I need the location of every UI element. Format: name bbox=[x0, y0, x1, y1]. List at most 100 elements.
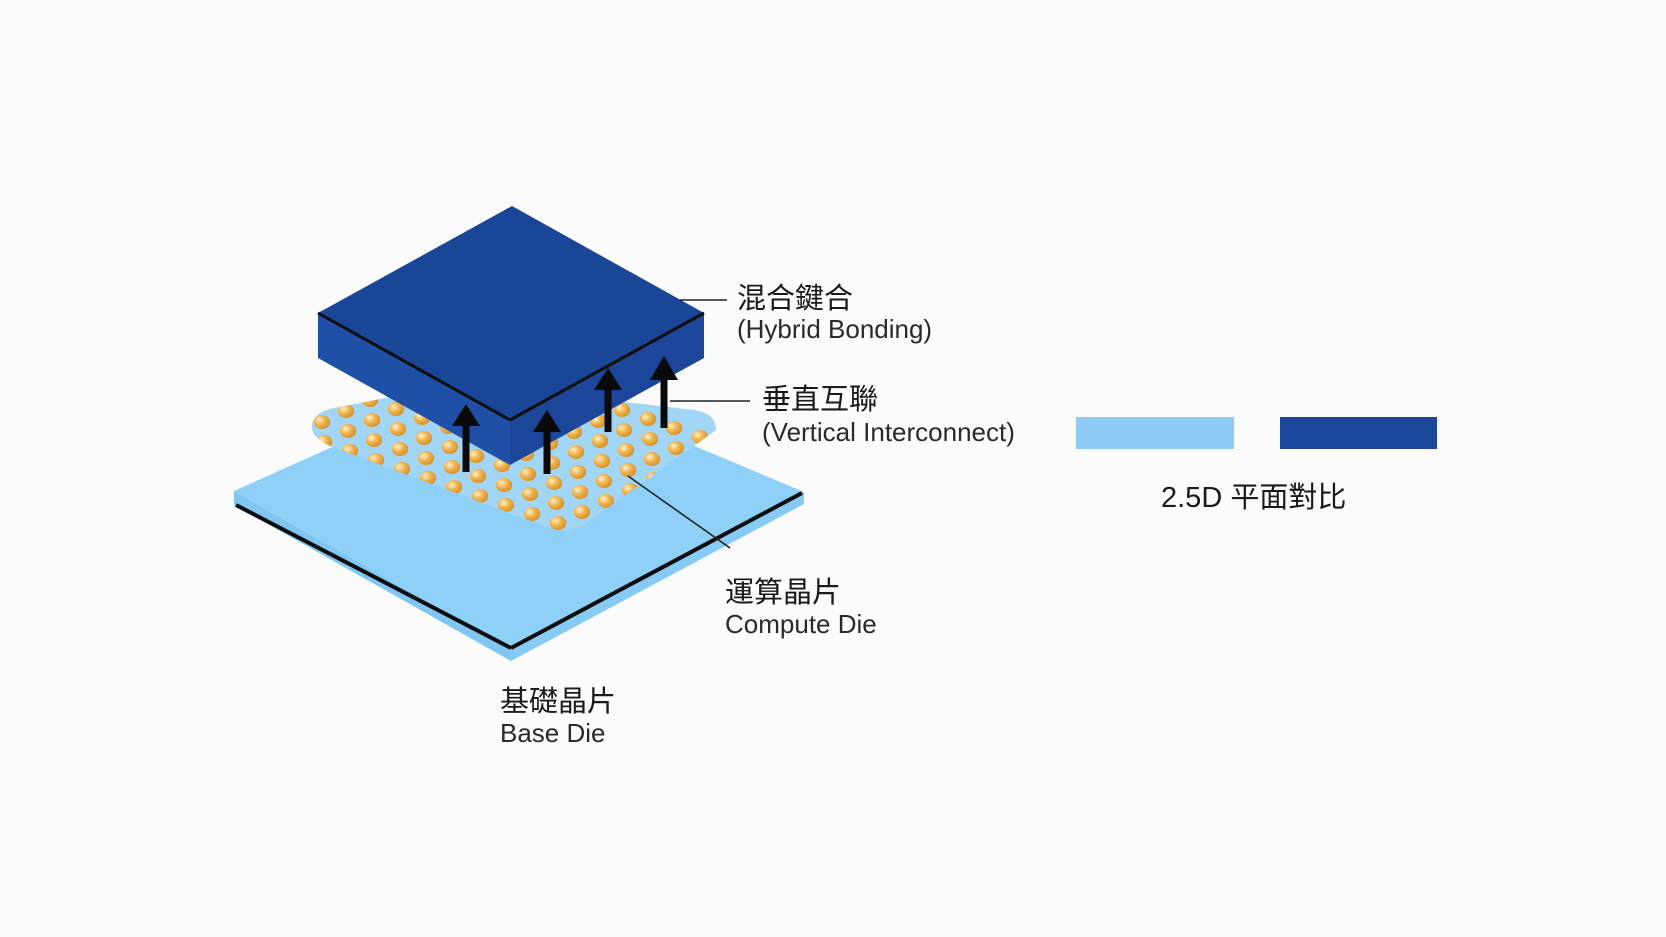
micro-bump bbox=[337, 404, 355, 418]
comparison-label: 2.5D 平面對比 bbox=[1161, 481, 1346, 514]
hybrid-bonding-label: 混合鍵合 bbox=[737, 281, 853, 315]
vertical-interconnect-sublabel: (Vertical Interconnect) bbox=[762, 417, 1015, 447]
micro-bump bbox=[194, 470, 210, 484]
micro-bump bbox=[641, 432, 659, 446]
micro-bump bbox=[597, 494, 615, 508]
micro-bump bbox=[174, 521, 190, 535]
comparison-legend: 2.5D 平面對比 bbox=[1076, 417, 1437, 514]
micro-bump bbox=[824, 495, 840, 509]
compute-die-sublabel: Compute Die bbox=[725, 609, 877, 639]
micro-bump bbox=[198, 510, 214, 524]
micro-bump bbox=[276, 537, 292, 551]
micro-bump bbox=[519, 467, 537, 481]
micro-bump bbox=[595, 474, 613, 488]
micro-bump bbox=[617, 443, 635, 457]
micro-bump bbox=[200, 530, 216, 544]
up-arrow-icon bbox=[533, 410, 561, 474]
micro-bump bbox=[170, 481, 186, 495]
compute-die-leader bbox=[627, 475, 731, 549]
micro-bump bbox=[415, 431, 433, 445]
micro-bump bbox=[591, 434, 609, 448]
micro-bump bbox=[495, 478, 513, 492]
compute-die-left-face bbox=[318, 313, 510, 465]
leader-lines bbox=[627, 299, 750, 549]
micro-bump bbox=[593, 454, 611, 468]
up-arrow-icon bbox=[650, 356, 678, 428]
micro-bump bbox=[391, 442, 409, 456]
micro-bump bbox=[252, 548, 268, 562]
micro-bump bbox=[744, 448, 760, 462]
micro-bump bbox=[571, 485, 589, 499]
micro-bump bbox=[665, 421, 683, 435]
interconnect-arrows bbox=[452, 356, 678, 474]
micro-bump bbox=[356, 584, 372, 598]
micro-bump bbox=[523, 507, 541, 521]
micro-bump bbox=[718, 439, 734, 453]
micro-bump bbox=[497, 498, 515, 512]
hybrid-bonding-sublabel: (Hybrid Bonding) bbox=[737, 314, 932, 344]
micro-bump bbox=[521, 487, 539, 501]
micro-bump bbox=[441, 440, 459, 454]
micro-bump bbox=[220, 479, 236, 493]
micro-bump bbox=[172, 501, 188, 515]
micro-bump bbox=[569, 465, 587, 479]
micro-bump bbox=[796, 466, 812, 480]
micro-bump bbox=[467, 449, 485, 463]
micro-bump bbox=[639, 412, 657, 426]
base-die-right-side bbox=[511, 492, 804, 661]
micro-bump bbox=[313, 415, 331, 429]
base-die-label: 基礎晶片 bbox=[500, 684, 616, 718]
micro-bump bbox=[387, 402, 405, 416]
micro-bump bbox=[848, 484, 864, 498]
comparison-swatch-dark bbox=[1280, 417, 1437, 449]
micro-bump bbox=[196, 490, 212, 504]
micro-bump bbox=[643, 452, 661, 466]
micro-bump bbox=[250, 528, 266, 542]
micro-bump bbox=[471, 489, 489, 503]
vertical-interconnect-label: 垂直互聯 bbox=[762, 382, 878, 416]
micro-bump bbox=[224, 519, 240, 533]
micro-bump bbox=[315, 435, 333, 449]
micro-bump bbox=[667, 441, 685, 455]
micro-bump bbox=[619, 463, 637, 477]
micro-bump bbox=[800, 506, 816, 520]
diagram-labels: 混合鍵合 (Hybrid Bonding) 垂直互聯 (Vertical Int… bbox=[500, 281, 1015, 748]
micro-bump bbox=[547, 496, 565, 510]
micro-bump bbox=[268, 457, 284, 471]
micro-bump bbox=[770, 457, 786, 471]
base-die-sublabel: Base Die bbox=[500, 718, 606, 748]
compute-die-edge-right bbox=[509, 311, 705, 422]
micro-bump bbox=[776, 517, 792, 531]
micro-bump bbox=[244, 468, 260, 482]
base-die-edge-right bbox=[510, 491, 803, 650]
up-arrow-icon bbox=[452, 404, 480, 472]
micro-bump bbox=[363, 413, 381, 427]
micro-bump bbox=[146, 492, 162, 506]
micro-bump bbox=[691, 430, 709, 444]
micro-bump bbox=[573, 505, 591, 519]
micro-bump bbox=[148, 512, 164, 526]
micro-bump bbox=[242, 448, 258, 462]
micro-bump bbox=[389, 422, 407, 436]
micro-bump bbox=[469, 469, 487, 483]
micro-bump bbox=[330, 575, 346, 589]
comparison-swatch-light bbox=[1076, 417, 1234, 449]
micro-bump bbox=[218, 459, 234, 473]
micro-bump bbox=[615, 423, 633, 437]
micro-bump bbox=[339, 424, 357, 438]
compute-die-edge-left bbox=[317, 311, 511, 422]
micro-bump bbox=[445, 480, 463, 494]
micro-bump bbox=[545, 476, 563, 490]
micro-bump bbox=[290, 426, 306, 440]
micro-bump bbox=[549, 516, 567, 530]
micro-bump bbox=[278, 557, 294, 571]
base-die-edge-left bbox=[235, 503, 512, 650]
up-arrow-icon bbox=[594, 368, 622, 432]
micro-bump bbox=[266, 437, 282, 451]
micro-bump bbox=[822, 475, 838, 489]
micro-bump bbox=[417, 451, 435, 465]
micro-bump bbox=[361, 393, 379, 407]
micro-bump bbox=[365, 433, 383, 447]
micro-bump bbox=[292, 446, 308, 460]
